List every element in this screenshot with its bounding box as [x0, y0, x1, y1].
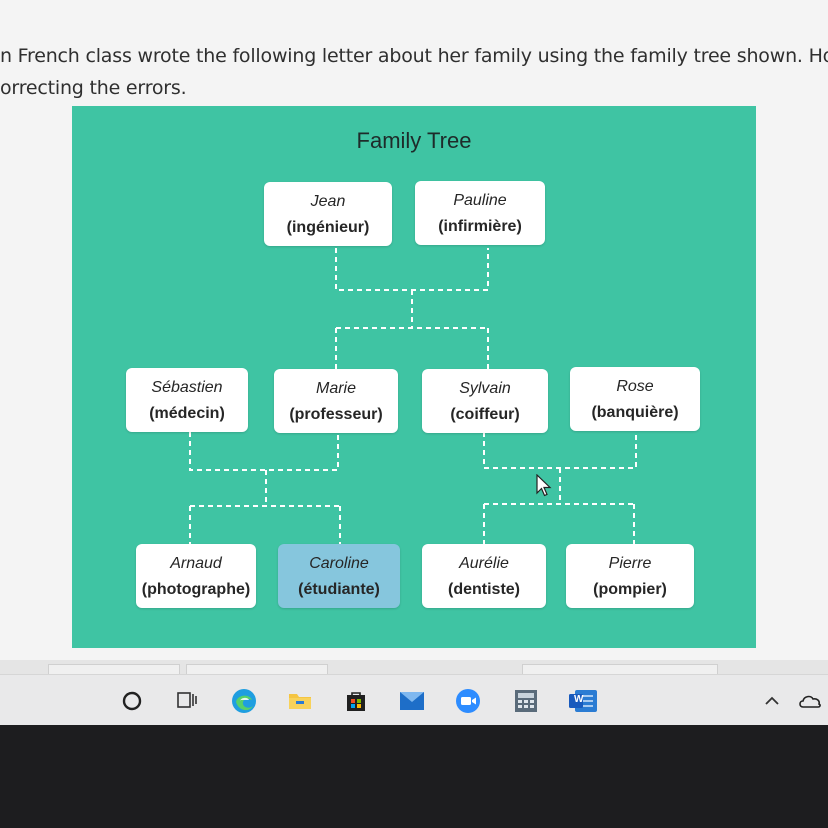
person-job: (photographe) [141, 581, 251, 598]
calculator-icon[interactable] [512, 687, 540, 715]
onedrive-icon[interactable] [796, 687, 824, 715]
page-tab[interactable] [48, 664, 180, 675]
person-job: (coiffeur) [450, 406, 520, 423]
instruction-line-2: orrecting the errors. [0, 77, 187, 99]
card-rose: Rose (banquière) [570, 367, 700, 431]
person-name: Jean [310, 193, 346, 210]
chevron-up-icon[interactable] [758, 687, 786, 715]
person-name: Rose [616, 378, 654, 395]
person-job: (ingénieur) [286, 219, 370, 236]
card-marie: Marie (professeur) [274, 369, 398, 433]
edge-icon[interactable] [230, 687, 258, 715]
store-icon[interactable] [342, 687, 370, 715]
person-job: (infirmière) [438, 218, 522, 235]
person-name: Arnaud [170, 555, 222, 572]
person-job: (banquière) [591, 404, 679, 421]
card-pierre: Pierre (pompier) [566, 544, 694, 608]
card-jean: Jean (ingénieur) [264, 182, 392, 246]
word-icon[interactable]: W [566, 687, 600, 715]
tree-connectors [189, 248, 637, 544]
page-bottom-strip [0, 660, 828, 675]
person-name: Sylvain [459, 380, 511, 397]
card-arnaud: Arnaud (photographe) [136, 544, 256, 608]
mail-icon[interactable] [398, 687, 426, 715]
instruction-line-1: n French class wrote the following lette… [0, 45, 828, 67]
search-circle-icon[interactable] [118, 687, 146, 715]
card-pauline: Pauline (infirmière) [415, 181, 545, 245]
card-sylvain: Sylvain (coiffeur) [422, 369, 548, 433]
file-explorer-icon[interactable] [286, 687, 314, 715]
connector-sylvain-rose [483, 432, 637, 469]
family-tree-image: Family Tree Jean [72, 106, 756, 648]
person-name: Sébastien [151, 379, 223, 396]
connector-to-arnaud-caroline [189, 506, 341, 544]
connector-grandparents [335, 248, 489, 291]
tree-title: Family Tree [356, 128, 472, 153]
word-icon-letter: W [574, 694, 584, 705]
mouse-cursor-icon [536, 474, 552, 497]
card-sebastien: Sébastien (médecin) [126, 368, 248, 432]
person-job: (dentiste) [448, 581, 520, 598]
connector-to-aurelie-pierre [483, 504, 635, 544]
person-job: (pompier) [593, 581, 667, 598]
connector-to-marie-sylvain [335, 328, 489, 370]
person-job: (professeur) [289, 406, 383, 423]
card-caroline: Caroline (étudiante) [278, 544, 400, 608]
person-name: Marie [315, 380, 356, 397]
taskbar: W [0, 674, 828, 725]
connector-sebastien-marie [189, 432, 339, 471]
person-name: Pierre [608, 555, 652, 572]
person-name: Aurélie [459, 555, 509, 572]
zoom-icon[interactable] [454, 687, 482, 715]
person-job: (étudiante) [298, 581, 380, 598]
page-tab[interactable] [186, 664, 328, 675]
page-tab[interactable] [522, 664, 718, 675]
card-aurelie: Aurélie (dentiste) [422, 544, 546, 608]
browser-content: n French class wrote the following lette… [0, 0, 828, 725]
person-name: Pauline [453, 192, 507, 209]
task-view-icon[interactable] [174, 687, 202, 715]
person-job: (médecin) [149, 405, 225, 422]
person-name: Caroline [309, 555, 369, 572]
